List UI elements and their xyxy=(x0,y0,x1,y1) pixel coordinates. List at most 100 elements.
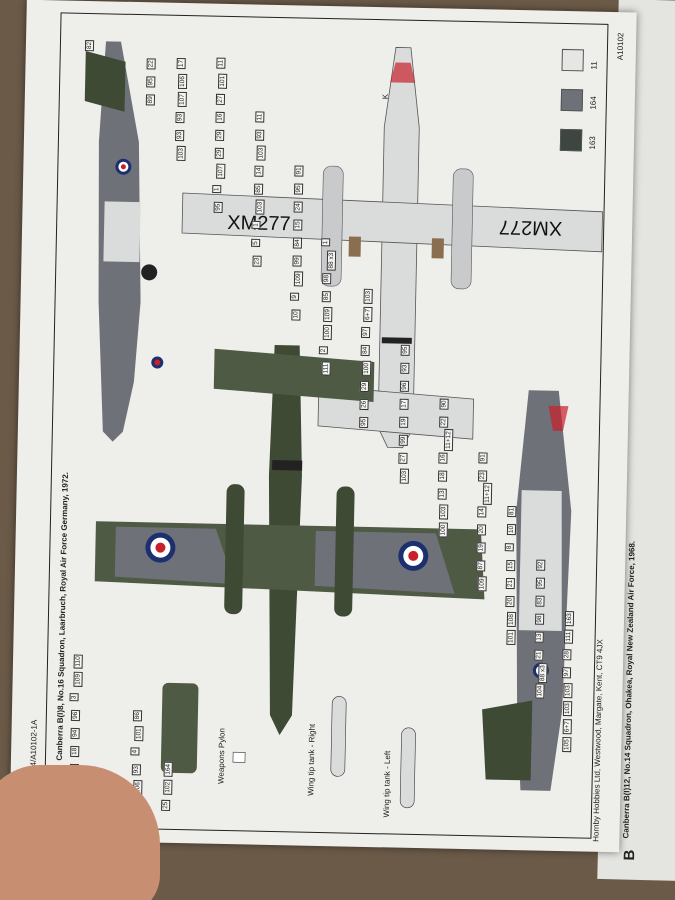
callout-number: 18 xyxy=(437,470,448,482)
callout-number: 88 x3 xyxy=(538,663,548,684)
weapons-pylon-label: Weapons Pylon xyxy=(216,727,227,785)
callout-number: 22 xyxy=(439,416,449,428)
callout-number: 14 xyxy=(254,165,264,177)
callout-number: 95 xyxy=(293,183,304,195)
callout-number: 93 xyxy=(255,129,265,141)
callout-number: 103 xyxy=(176,145,186,161)
callout-number: 86 xyxy=(132,709,143,722)
callout-number: 20 xyxy=(505,595,515,608)
callout-number: 95 xyxy=(146,76,156,88)
callout-number: 92 xyxy=(536,559,546,571)
callout-number: 93 xyxy=(175,111,185,124)
callout-number: 22 xyxy=(146,58,156,70)
callout-number: 3 xyxy=(69,693,79,702)
callout-number: 100 xyxy=(361,360,372,376)
callout-number: 5 xyxy=(251,239,261,247)
callout-number: 96 xyxy=(70,709,81,722)
callout-number: 111 xyxy=(321,361,331,376)
callout-number: 101 xyxy=(134,726,144,742)
callout-number: 13 xyxy=(437,488,447,500)
callout-number: 15 xyxy=(506,559,516,572)
thumb xyxy=(0,765,160,900)
callout-number: 10 xyxy=(506,523,517,536)
callout-number: 16 xyxy=(438,452,448,464)
callout-number: 103 xyxy=(563,683,573,699)
decal-instruction-sheet: A10102 A Canberra B(I)8, No.16 Squadron,… xyxy=(9,0,638,861)
callout-number: 24 xyxy=(293,201,303,213)
callout-number: 103 xyxy=(256,145,266,161)
callout-number: 23 xyxy=(252,255,262,267)
callout-number: 110 xyxy=(73,654,83,669)
callout-number: 21 xyxy=(505,577,515,590)
callout-number: 27 xyxy=(398,452,408,464)
callout-number: 95 xyxy=(359,416,369,429)
callout-number: 91 xyxy=(294,165,304,177)
callout-number: 21 xyxy=(534,649,544,661)
tail-code: K xyxy=(380,93,390,100)
callout-number: 99 xyxy=(292,255,302,267)
callout-number: 96 xyxy=(399,380,410,392)
callout-number: 26 xyxy=(359,398,369,411)
topside-camouflage-view xyxy=(94,344,485,736)
callout-number: 85 xyxy=(253,183,264,195)
callout-number: 1 xyxy=(321,238,331,247)
callout-number: 103 xyxy=(562,701,573,717)
callout-number: 100 xyxy=(322,325,333,341)
callout-number: 164 xyxy=(163,761,173,777)
callout-number: 98 xyxy=(322,272,332,285)
callout-number: 25 xyxy=(161,799,171,811)
callout-number: 97 xyxy=(561,666,572,679)
scheme-b-letter: B xyxy=(620,849,639,861)
callout-number: 105 xyxy=(562,737,572,753)
callout-number: 95 xyxy=(535,577,545,589)
callout-number: 10 xyxy=(291,309,301,321)
callout-number: 95 xyxy=(400,344,410,356)
callout-number: 104 xyxy=(535,683,545,699)
callout-number: 16 xyxy=(215,111,225,123)
callout-number: 108 xyxy=(506,611,517,628)
callout-number: 9 xyxy=(289,292,300,301)
callout-number: 93 xyxy=(131,763,141,776)
callout-number: 6+7 xyxy=(363,306,373,323)
callout-number: 83 xyxy=(535,595,545,607)
side-profile-left xyxy=(84,41,164,442)
callout-number: 90 xyxy=(439,398,449,410)
callout-number: 93 xyxy=(400,362,410,374)
callout-number: 103 xyxy=(363,288,373,304)
callout-number: 2 xyxy=(318,346,328,355)
callout-number: 11 xyxy=(255,111,265,123)
callout-number: 101 xyxy=(217,73,228,89)
callout-number: 11+12 xyxy=(443,429,454,452)
callout-number: 13 xyxy=(534,631,544,643)
callout-number: 95 xyxy=(213,201,223,213)
callout-number: 107 xyxy=(216,163,226,179)
callout-number: 109 xyxy=(293,271,304,287)
callout-number: 82 xyxy=(84,39,95,52)
callout-number: 11+12 xyxy=(482,482,493,505)
callout-number: 99 xyxy=(398,434,408,446)
small-parts xyxy=(160,682,416,809)
callout-number: 27 xyxy=(215,93,226,105)
callout-number: 1 xyxy=(251,221,261,229)
callout-number: 109 xyxy=(477,576,487,592)
callout-number: 29 xyxy=(359,380,370,393)
callout-number: 163 xyxy=(564,611,575,627)
callout-number: 84 xyxy=(360,344,370,357)
callout-number: 6+7 xyxy=(562,719,572,735)
callout-number: 100 xyxy=(438,522,448,538)
callout-number: 28 xyxy=(562,648,572,661)
side-profile-right xyxy=(482,390,572,791)
svg-text:XM277: XM277 xyxy=(499,216,563,239)
callout-number: 103 xyxy=(255,199,265,215)
aircraft-drawings: XM277 XM277 xyxy=(84,41,603,809)
callout-number: 14 xyxy=(477,506,487,518)
callout-number: 85 xyxy=(321,290,331,303)
callout-number: 89 xyxy=(145,94,156,106)
callout-number: 97 xyxy=(360,326,371,339)
callout-number: 91 xyxy=(478,452,488,464)
callout-number: 11 xyxy=(216,57,226,69)
callout-number: 93 xyxy=(175,129,185,142)
callout-number: 94 xyxy=(70,727,80,740)
callout-number: 8 xyxy=(504,543,514,552)
